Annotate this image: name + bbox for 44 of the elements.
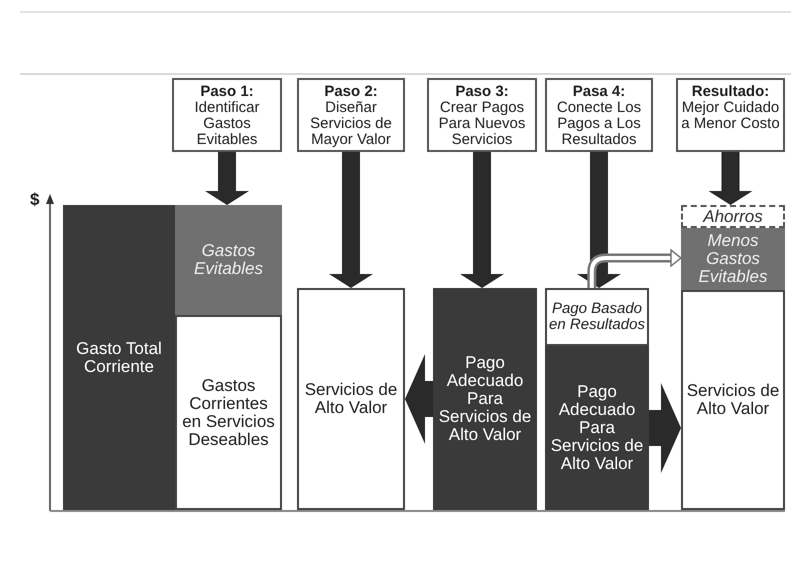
arrow: [460, 152, 504, 288]
step-heading: Paso 3:: [455, 84, 509, 100]
payment-bar: [433, 288, 537, 510]
spending-bar: [175, 315, 282, 510]
bar-label: Menos Gastos Evitables: [698, 232, 768, 286]
bar-label: Pago Adecuado Para Servicios de Alto Valor: [438, 354, 532, 444]
bar-label: Diseñar Servicios de Mayor Valor: [309, 100, 393, 148]
arrow: [205, 152, 249, 205]
step-box: [427, 78, 537, 152]
arrow: [577, 152, 621, 288]
axis-label: $: [30, 190, 40, 210]
payment-segment: [545, 288, 649, 346]
bar-label: Mejor Cuidado a Menor Costo: [680, 100, 781, 132]
step-box: [172, 78, 282, 152]
step-box: [297, 78, 405, 152]
bar-label: Ahorros: [703, 208, 763, 226]
step-heading: Resultado:: [692, 84, 770, 100]
bar-label: Gasto Total Corriente: [75, 340, 163, 376]
arrow: [649, 383, 681, 473]
bar-label: Crear Pagos Para Nuevos Servicios: [438, 100, 526, 148]
step-box: [676, 78, 785, 152]
bar-label: Servicios de Alto Valor: [686, 382, 780, 418]
bar-label: Pago Basado en Resultados: [549, 301, 645, 333]
spending-bar: [63, 205, 175, 510]
step-heading: Pasa 4:: [572, 84, 626, 100]
bar-label: Gastos Evitables: [193, 242, 264, 278]
bar-label: Servicios de Alto Valor: [304, 381, 398, 417]
arrow: [405, 354, 433, 444]
step-heading: Paso 1:: [200, 84, 254, 100]
step-heading: Paso 2:: [324, 84, 378, 100]
arrow: [329, 152, 373, 288]
bar-label: Conecte Los Pagos a Los Resultados: [556, 100, 642, 148]
savings-box: [681, 205, 785, 228]
bar-label: Identificar Gastos Evitables: [193, 100, 261, 148]
bar-label: Pago Adecuado Para Servicios de Alto Valor: [550, 383, 644, 473]
arrow: [587, 248, 682, 288]
avoidable-segment: [681, 228, 785, 290]
arrow: [708, 152, 752, 205]
payment-bar: [545, 346, 649, 510]
bar-label: Gastos Corrientes en Servicios Deseables: [181, 376, 276, 448]
avoidable-segment: [175, 205, 282, 315]
services-bar: [297, 288, 405, 510]
step-box: [545, 78, 653, 152]
services-bar: [681, 290, 785, 510]
